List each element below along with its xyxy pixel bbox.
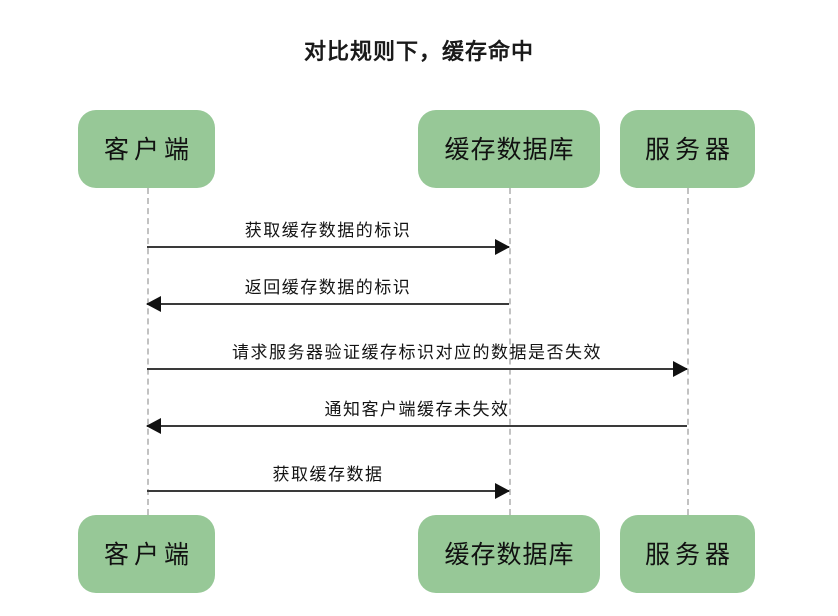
lifeline-client — [147, 188, 149, 515]
arrowhead-right-icon — [495, 483, 510, 499]
participant-cache-db-top[interactable]: 缓存数据库 — [418, 110, 600, 188]
participant-label-server: 服务器 — [644, 134, 735, 164]
arrowhead-left-icon — [146, 418, 161, 434]
participant-label-cache-db: 缓存数据库 — [444, 134, 575, 164]
participant-label-client-bottom: 客户端 — [103, 539, 194, 569]
arrowhead-right-icon — [673, 361, 688, 377]
message-4-line — [147, 425, 687, 427]
message-1-line — [147, 246, 509, 248]
message-3-label: 请求服务器验证缓存标识对应的数据是否失效 — [232, 343, 602, 363]
arrowhead-left-icon — [146, 296, 161, 312]
participant-server-top[interactable]: 服务器 — [620, 110, 755, 188]
participant-client-bottom[interactable]: 客户端 — [78, 515, 215, 593]
page-title: 对比规则下，缓存命中 — [303, 40, 534, 65]
participant-label-cache-db-bottom: 缓存数据库 — [444, 539, 575, 569]
lifeline-cache-db — [509, 188, 511, 515]
participant-label-server-bottom: 服务器 — [644, 539, 735, 569]
message-1-label: 获取缓存数据的标识 — [244, 221, 412, 241]
arrowhead-right-icon — [495, 239, 510, 255]
message-2-label: 返回缓存数据的标识 — [244, 278, 412, 298]
participant-cache-db-bottom[interactable]: 缓存数据库 — [418, 515, 600, 593]
message-3-line — [147, 368, 687, 370]
message-5-line — [147, 490, 509, 492]
participant-client-top[interactable]: 客户端 — [78, 110, 215, 188]
participant-label-client: 客户端 — [103, 134, 194, 164]
message-4-label: 通知客户端缓存未失效 — [324, 400, 510, 420]
message-2-line — [147, 303, 509, 305]
message-5-label: 获取缓存数据 — [272, 465, 384, 485]
participant-server-bottom[interactable]: 服务器 — [620, 515, 755, 593]
lifeline-server — [687, 188, 689, 515]
